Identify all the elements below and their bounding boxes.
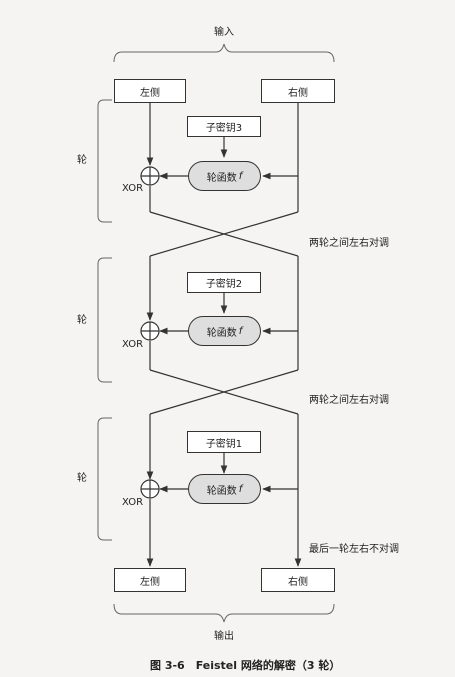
round-bracket-3 bbox=[97, 417, 112, 541]
output-left-box: 左侧 bbox=[114, 568, 186, 592]
input-label: 输入 bbox=[214, 27, 234, 38]
input-left-label: 左侧 bbox=[140, 87, 160, 99]
final-note: 最后一轮左右不对调 bbox=[309, 544, 399, 555]
xor-label-3: XOR bbox=[122, 497, 144, 508]
input-brace bbox=[113, 43, 335, 63]
subkey-label-2: 子密钥2 bbox=[205, 279, 243, 290]
input-right-box: 右侧 bbox=[261, 79, 335, 103]
round-function-symbol-1: f bbox=[238, 170, 243, 182]
subkey-box-1: 子密钥3 bbox=[187, 116, 261, 137]
round-label-3: 轮 bbox=[77, 473, 87, 484]
round-label-1: 轮 bbox=[77, 155, 87, 166]
round-label-2: 轮 bbox=[77, 315, 87, 326]
output-right-box: 右侧 bbox=[261, 568, 335, 592]
subkey-label-1: 子密钥3 bbox=[205, 123, 243, 134]
round-function-label-1: 轮函数 bbox=[206, 172, 237, 184]
xor-symbol-3 bbox=[140, 479, 160, 499]
round-bracket-2 bbox=[97, 257, 112, 383]
round-function-symbol-2: f bbox=[238, 325, 243, 337]
swap-note-2: 两轮之间左右对调 bbox=[309, 395, 389, 406]
xor-symbol-2 bbox=[140, 321, 160, 341]
subkey-label-3: 子密钥1 bbox=[205, 438, 243, 450]
xor-label-2: XOR bbox=[122, 339, 144, 350]
subkey-box-3: 子密钥1 bbox=[187, 431, 261, 453]
figure-caption: 图 3-6 Feistel 网络的解密（3 轮） bbox=[150, 659, 341, 672]
round-function-label-2: 轮函数 bbox=[206, 327, 237, 339]
output-label: 输出 bbox=[214, 631, 234, 642]
round-function-label-3: 轮函数 bbox=[206, 485, 237, 497]
xor-label-1: XOR bbox=[122, 183, 144, 194]
output-brace bbox=[113, 603, 335, 623]
round-bracket-1 bbox=[97, 99, 112, 223]
subkey-box-2: 子密钥2 bbox=[187, 272, 261, 293]
round-function-symbol-3: f bbox=[238, 483, 243, 495]
output-left-label: 左侧 bbox=[140, 576, 160, 588]
output-right-label: 右侧 bbox=[288, 576, 308, 588]
input-right-label: 右侧 bbox=[288, 87, 308, 99]
xor-symbol-1 bbox=[140, 166, 160, 186]
input-left-box: 左侧 bbox=[114, 79, 186, 103]
swap-note-1: 两轮之间左右对调 bbox=[309, 238, 389, 249]
